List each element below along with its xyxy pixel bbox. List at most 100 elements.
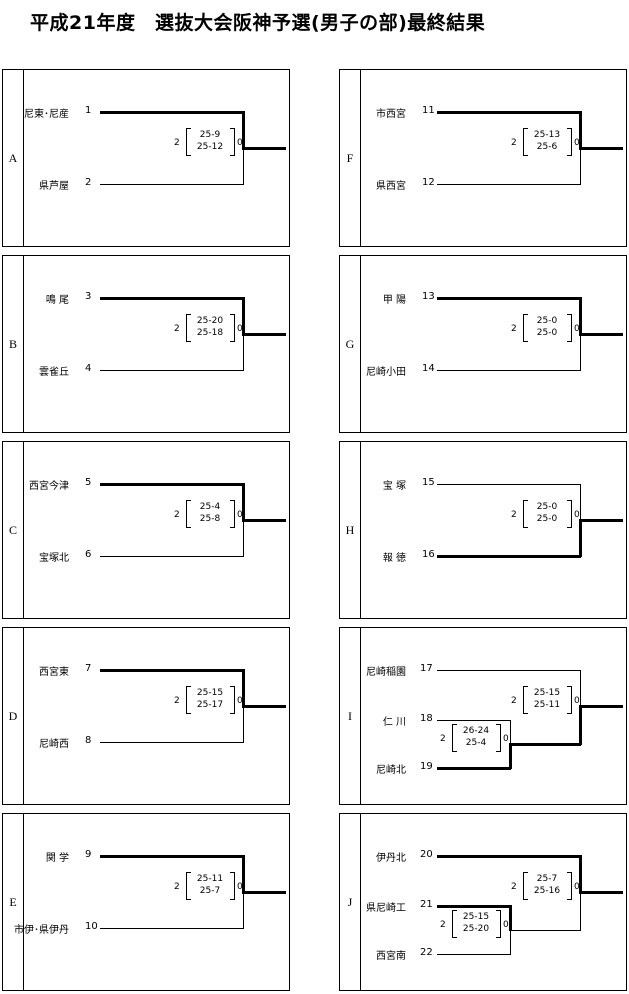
team-name: 尼東･尼産 [24, 109, 69, 120]
match-set-score: 25-7 [199, 886, 221, 896]
match-sets-lost: 0 [237, 324, 243, 334]
team-name: 尼崎稲園 [366, 667, 406, 678]
bracket-line [437, 370, 581, 371]
team-seed: 17 [420, 663, 433, 674]
block-letter: C [8, 523, 17, 537]
block-letter-column [340, 628, 361, 804]
match-set-score: 25-18 [196, 328, 224, 338]
match-set-score: 25-0 [536, 316, 558, 326]
team-name: 県西宮 [376, 181, 406, 192]
bracket-line [437, 670, 581, 671]
bracket-vertical [510, 930, 511, 954]
match-set-score: 25-20 [196, 316, 224, 326]
match-sets-lost: 0 [237, 696, 243, 706]
page-title: 平成21年度 選抜大会阪神予選(男子の部)最終結果 [30, 12, 486, 34]
match-bracket-right [567, 314, 572, 342]
bracket-line [437, 954, 511, 955]
bracket-line [100, 111, 244, 114]
match-sets-lost: 0 [574, 324, 580, 334]
bracket-line [437, 111, 581, 114]
bracket-vertical [243, 892, 244, 928]
team-seed: 18 [420, 713, 433, 724]
bracket-winner-vertical [579, 855, 582, 893]
team-name: 県尼崎工 [366, 903, 406, 914]
team-name: 鳴 尾 [45, 295, 69, 306]
bracket-line [100, 742, 244, 743]
block-letter: E [9, 895, 17, 909]
match-sets-won: 2 [511, 510, 517, 520]
match-set-score: 25-0 [536, 514, 558, 524]
prelim-sets-won: 2 [440, 734, 446, 744]
bracket-line [437, 184, 581, 185]
bracket-line [509, 930, 581, 931]
team-seed: 21 [420, 899, 433, 910]
bracket-line [437, 855, 581, 858]
match-set-score: 25-0 [536, 502, 558, 512]
block-letter: B [8, 337, 17, 351]
bracket-line [100, 184, 244, 185]
bracket-line [100, 483, 244, 486]
team-name: 西宮東 [39, 667, 69, 678]
match-sets-won: 2 [174, 510, 180, 520]
prelim-set-score: 25-20 [462, 924, 490, 934]
team-seed: 22 [420, 947, 433, 958]
match-bracket-left [523, 314, 528, 342]
bracket-advance-line [579, 519, 623, 522]
team-name: 宝塚北 [39, 553, 69, 564]
match-sets-lost: 0 [574, 510, 580, 520]
bracket-line [437, 720, 511, 721]
match-bracket-right [230, 500, 235, 528]
bracket-advance-line [579, 333, 623, 336]
team-name: 報 徳 [382, 553, 406, 564]
block-letter-column [340, 814, 361, 990]
match-bracket-right [230, 686, 235, 714]
bracket-winner-vertical [242, 483, 245, 521]
team-name: 伊丹北 [376, 853, 406, 864]
bracket-winner-vertical [242, 669, 245, 707]
match-sets-won: 2 [511, 696, 517, 706]
team-seed: 20 [420, 849, 433, 860]
bracket-winner-vertical [242, 855, 245, 893]
match-sets-lost: 0 [237, 882, 243, 892]
match-bracket-right [567, 686, 572, 714]
bracket-advance-line [579, 705, 623, 708]
match-bracket-left [523, 872, 528, 900]
block-letter: J [347, 895, 353, 909]
match-bracket-right [567, 128, 572, 156]
match-sets-won: 2 [511, 882, 517, 892]
bracket-line [437, 555, 581, 558]
bracket-vertical [243, 148, 244, 184]
bracket-line [437, 297, 581, 300]
bracket-line [100, 370, 244, 371]
bracket-line [100, 669, 244, 672]
bracket-line [100, 297, 244, 300]
block-letter-column [3, 814, 24, 990]
match-bracket-right [567, 500, 572, 528]
prelim-set-score: 26-24 [462, 726, 490, 736]
match-sets-lost: 0 [574, 138, 580, 148]
match-sets-won: 2 [174, 324, 180, 334]
block-letter: I [348, 709, 352, 723]
block-letter-column [3, 628, 24, 804]
prelim-bracket-right [496, 910, 501, 938]
team-seed: 2 [85, 177, 92, 188]
match-set-score: 25-6 [536, 142, 558, 152]
match-bracket-left [523, 128, 528, 156]
match-bracket-left [186, 314, 191, 342]
bracket-advance-line [242, 519, 286, 522]
match-set-score: 25-13 [533, 130, 561, 140]
block-letter-column [3, 442, 24, 618]
match-bracket-left [186, 872, 191, 900]
bracket-winner-vertical [579, 297, 582, 335]
team-seed: 5 [85, 477, 92, 488]
team-name: 市西宮 [376, 109, 406, 120]
match-scores: 25-0 25-0 [525, 501, 569, 525]
bracket-winner-vertical [242, 297, 245, 335]
